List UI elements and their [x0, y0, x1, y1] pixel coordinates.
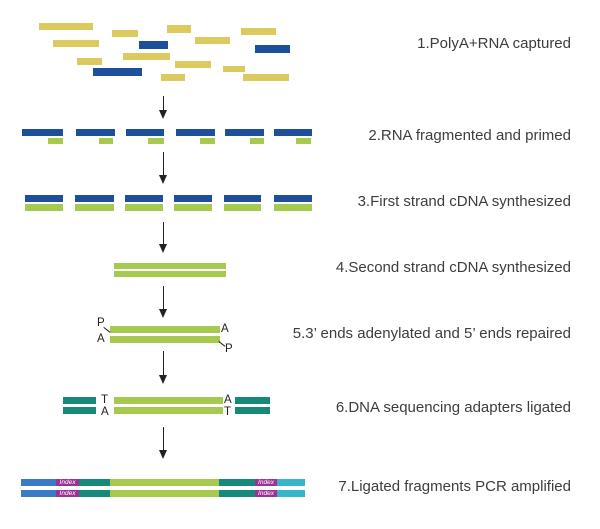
rna-bar — [175, 61, 211, 68]
adapter-bar — [63, 397, 96, 404]
first-strand-cdna-bar — [75, 204, 114, 211]
flow-arrow-shaft — [163, 286, 165, 310]
rna-bar — [123, 53, 170, 60]
index-segment: Index — [56, 490, 79, 497]
primer-bar — [148, 138, 164, 144]
index-segment: Index — [255, 490, 277, 497]
adapter-bar — [63, 407, 96, 414]
rna-fragment-bar — [22, 129, 63, 136]
rna-template-bar — [25, 195, 63, 202]
second-strand-cdna-bar — [114, 263, 226, 269]
adapter-bar — [235, 407, 270, 414]
primer-bar — [296, 138, 311, 144]
rna-template-bar — [125, 195, 163, 202]
rna-bar — [161, 74, 185, 81]
index-label: Index — [59, 490, 76, 497]
step-label-4: 4.Second strand cDNA synthesized — [335, 259, 571, 276]
base-letter-t: T — [224, 406, 232, 418]
base-letter-p: P — [225, 343, 233, 355]
rna-bar — [223, 66, 245, 72]
rna-bar — [39, 23, 93, 30]
rna-template-bar — [224, 195, 261, 202]
rna-fragment-bar — [225, 129, 264, 136]
rna-fragment-bar — [274, 129, 312, 136]
step-label-7: 7.Ligated fragments PCR amplified — [338, 478, 571, 495]
p7-segment — [277, 490, 305, 497]
mrna-bar — [139, 41, 168, 49]
rna-bar — [241, 28, 276, 35]
flow-arrow-head — [159, 110, 167, 119]
base-letter-a: A — [101, 406, 109, 418]
step-label-5: 5.3’ ends adenylated and 5’ ends repaire… — [292, 325, 571, 342]
index-label: Index — [258, 479, 274, 486]
index-label: Index — [258, 490, 274, 497]
mrna-bar — [255, 45, 290, 53]
rna-bar — [167, 25, 191, 33]
step-label-6: 6.DNA sequencing adapters ligated — [335, 399, 571, 416]
flow-arrow-head — [159, 309, 167, 318]
primer-bar — [99, 138, 113, 144]
flow-arrow-head — [159, 450, 167, 459]
adenylated-cdna-bar — [110, 336, 220, 343]
rna-fragment-bar — [76, 129, 115, 136]
first-strand-cdna-bar — [274, 204, 312, 211]
step-label-2: 2.RNA fragmented and primed — [368, 127, 571, 144]
insert-segment — [110, 479, 219, 486]
base-letter-a: A — [221, 323, 229, 335]
rna-fragment-bar — [176, 129, 215, 136]
insert-segment — [110, 490, 219, 497]
flow-arrow-shaft — [163, 222, 165, 245]
rna-template-bar — [174, 195, 212, 202]
adapter-segment — [79, 490, 110, 497]
flow-arrow-shaft — [163, 351, 165, 376]
base-letter-a: A — [97, 333, 105, 345]
flow-arrow-head — [159, 375, 167, 384]
rna-bar — [77, 58, 102, 65]
adenylated-cdna-bar — [110, 326, 220, 333]
base-letter-p: P — [97, 317, 105, 329]
rna-fragment-bar — [126, 129, 164, 136]
adapter-segment — [219, 479, 255, 486]
base-letter-a: A — [224, 394, 232, 406]
primer-bar — [250, 138, 264, 144]
first-strand-cdna-bar — [125, 204, 163, 211]
second-strand-cdna-bar — [114, 271, 226, 277]
rna-bar — [112, 30, 138, 37]
rna-bar — [53, 40, 99, 47]
p7-segment — [277, 479, 305, 486]
rna-bar — [243, 74, 289, 81]
insert-bar — [114, 407, 223, 414]
flow-arrow-head — [159, 175, 167, 184]
p5-segment — [21, 479, 56, 486]
adapter-segment — [219, 490, 255, 497]
first-strand-cdna-bar — [224, 204, 261, 211]
mrna-bar — [93, 68, 142, 76]
first-strand-cdna-bar — [174, 204, 212, 211]
flow-arrow-shaft — [163, 427, 165, 451]
adapter-bar — [235, 397, 270, 404]
primer-bar — [48, 138, 63, 144]
step-label-1: 1.PolyA+RNA captured — [417, 35, 571, 52]
adapter-segment — [79, 479, 110, 486]
flow-arrow-shaft — [163, 152, 165, 176]
flow-arrow-shaft — [163, 96, 165, 111]
index-segment: Index — [255, 479, 277, 486]
rna-template-bar — [274, 195, 312, 202]
rna-bar — [195, 37, 230, 44]
index-label: Index — [59, 479, 76, 486]
flow-arrow-head — [159, 244, 167, 253]
base-letter-t: T — [101, 394, 109, 406]
step-label-3: 3.First strand cDNA synthesized — [357, 193, 571, 210]
p5-segment — [21, 490, 56, 497]
primer-bar — [200, 138, 215, 144]
first-strand-cdna-bar — [25, 204, 63, 211]
insert-bar — [114, 397, 223, 404]
index-segment: Index — [56, 479, 79, 486]
rna-template-bar — [75, 195, 114, 202]
